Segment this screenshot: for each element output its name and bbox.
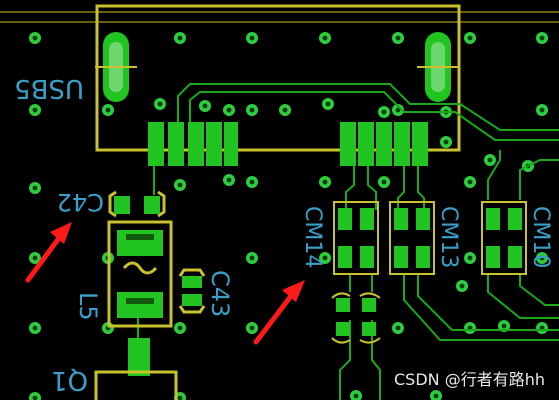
via-hole [177,325,183,331]
cm13-footprint[interactable] [389,201,435,275]
via-hole [32,255,38,261]
via-hole [467,179,473,185]
svg-text:CM13: CM13 [436,206,461,268]
c43-footprint[interactable] [178,268,206,314]
svg-text:CM14: CM14 [300,206,325,268]
svg-text:C42: C42 [57,188,104,216]
via-hole [249,179,255,185]
q1-pad[interactable] [94,338,178,400]
via-hole [433,393,439,399]
via-hole [177,182,183,188]
cm14-footprint[interactable] [333,201,379,275]
via-hole [32,35,38,41]
refdes-c43: C43 [206,270,234,317]
refdes-cm14: CM14 [300,206,325,268]
refdes-cm13: CM13 [436,206,461,268]
svg-text:C43: C43 [206,270,234,317]
usb-connector-footprint[interactable] [95,4,461,166]
usb-pad-row-left[interactable] [148,122,238,166]
annotation-arrow-c42 [25,222,72,283]
via-grid [29,32,548,400]
c42-footprint[interactable] [108,190,166,218]
refdes-usb5: USB5 [14,73,84,103]
small-cap-pair[interactable] [331,292,381,344]
svg-text:CM10: CM10 [528,206,553,268]
via-hole [459,283,465,289]
via-hole [539,255,545,261]
refdes-c42: C42 [57,188,104,216]
via-hole [322,179,328,185]
via-hole [157,101,163,107]
via-hole [539,107,545,113]
via-hole [249,35,255,41]
via-hole [467,35,473,41]
usb-shell-pad-left[interactable] [95,32,137,102]
via-hole [32,395,38,400]
via-hole [322,255,328,261]
via-hole [395,35,401,41]
refdes-l5: L5 [74,292,102,321]
via-hole [177,35,183,41]
via-hole [381,109,387,115]
via-hole [202,103,208,109]
via-hole [282,107,288,113]
via-hole [325,101,331,107]
usb-pad-row-right[interactable] [340,122,428,166]
via-hole [353,393,359,399]
via-hole [249,107,255,113]
watermark: CSDN @行者有路hh [394,370,545,389]
via-hole [226,107,232,113]
via-hole [322,35,328,41]
via-hole [539,35,545,41]
refdes-cm10: CM10 [528,206,553,268]
via-hole [226,177,232,183]
via-hole [487,157,493,163]
usb-shell-pad-right[interactable] [417,32,459,102]
svg-text:Q1: Q1 [51,365,88,395]
via-hole [32,185,38,191]
via-hole [381,179,387,185]
cm10-footprint[interactable] [481,201,527,275]
via-hole [32,107,38,113]
l5-footprint[interactable] [107,220,173,328]
via-hole [443,139,449,145]
via-hole [395,107,401,113]
refdes-q1: Q1 [51,365,88,395]
via-hole [249,255,255,261]
svg-text:L5: L5 [74,292,102,321]
via-hole [249,325,255,331]
via-hole [467,255,473,261]
via-hole [177,395,183,400]
via-hole [501,323,507,329]
svg-text:USB5: USB5 [14,73,84,103]
via-hole [395,325,401,331]
via-hole [105,107,111,113]
via-hole [32,325,38,331]
annotation-arrow-cm14 [253,280,305,345]
